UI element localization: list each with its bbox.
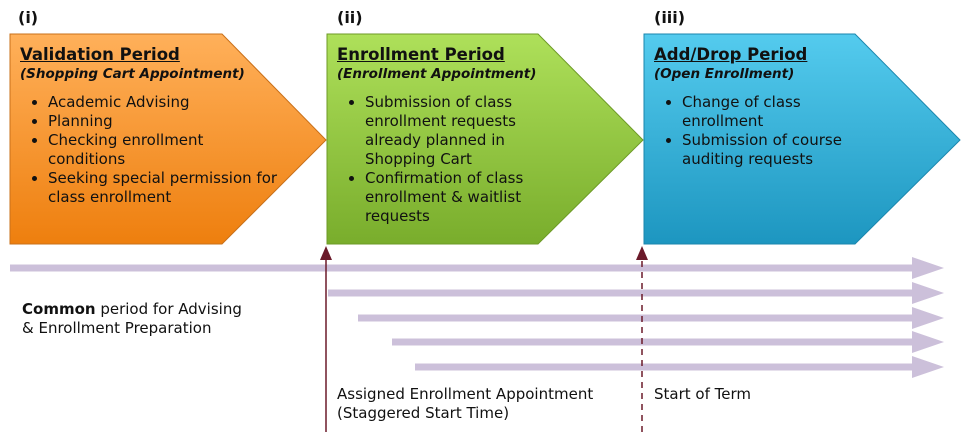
timeline-arrow-head	[912, 307, 944, 329]
timeline-arrow-shaft	[358, 314, 912, 322]
appointment-line2: (Staggered Start Time)	[337, 404, 510, 422]
enrollment-appointment-arrowhead	[320, 246, 332, 260]
validation-period-box: Validation Period (Shopping Cart Appoint…	[20, 45, 280, 207]
timeline-arrow-shaft	[10, 264, 912, 272]
bullet: Submission of class enrollment requests …	[365, 93, 525, 169]
common-period-caption: Common period for Advising & Enrollment …	[22, 300, 242, 338]
phase-label-iii: (iii)	[654, 8, 686, 27]
validation-period-subtitle: (Shopping Cart Appointment)	[20, 66, 245, 82]
enrollment-period-box: Enrollment Period (Enrollment Appointmen…	[337, 45, 577, 226]
timeline-arrow-shaft	[328, 289, 912, 297]
appointment-line1: Assigned Enrollment Appointment	[337, 385, 594, 403]
enrollment-period-bullets: Submission of class enrollment requests …	[337, 93, 577, 226]
bullet: Submission of course auditing requests	[682, 131, 862, 169]
add-drop-period-box: Add/Drop Period (Open Enrollment) Change…	[654, 45, 894, 169]
timeline-arrow-head	[912, 356, 944, 378]
phase-label-ii: (ii)	[337, 8, 363, 27]
validation-period-chevron	[9, 33, 327, 245]
bullet: Change of class enrollment	[682, 93, 822, 131]
timeline-arrow-shaft	[415, 363, 912, 371]
common-line2: & Enrollment Preparation	[22, 319, 212, 337]
timeline-arrows	[10, 257, 944, 378]
start-of-term-arrowhead	[636, 246, 648, 260]
bullet: Planning	[48, 112, 280, 131]
validation-period-bullets: Academic Advising Planning Checking enro…	[20, 93, 280, 207]
bullet: Academic Advising	[48, 93, 280, 112]
validation-period-title: Validation Period	[20, 45, 180, 64]
enrollment-period-title: Enrollment Period	[337, 45, 505, 64]
add-drop-period-chevron	[643, 33, 961, 245]
timeline-arrow-shaft	[392, 338, 912, 346]
timeline-arrow-head	[912, 331, 944, 353]
common-rest: period for Advising	[95, 300, 242, 318]
enrollment-period-subtitle: (Enrollment Appointment)	[337, 66, 537, 82]
timeline-arrow-head	[912, 282, 944, 304]
add-drop-period-title: Add/Drop Period	[654, 45, 808, 64]
appointment-caption: Assigned Enrollment Appointment (Stagger…	[337, 385, 593, 423]
add-drop-period-subtitle: (Open Enrollment)	[654, 66, 795, 82]
timeline-arrow-head	[912, 257, 944, 279]
start-of-term-caption: Start of Term	[654, 385, 751, 403]
add-drop-period-bullets: Change of class enrollment Submission of…	[654, 93, 894, 169]
bullet: Seeking special permission for class enr…	[48, 169, 278, 207]
bullet: Confirmation of class enrollment & waitl…	[365, 169, 540, 226]
common-bold: Common	[22, 300, 96, 318]
bullet: Checking enrollment conditions	[48, 131, 218, 169]
phase-label-i: (i)	[18, 8, 39, 27]
enrollment-period-chevron	[326, 33, 644, 245]
